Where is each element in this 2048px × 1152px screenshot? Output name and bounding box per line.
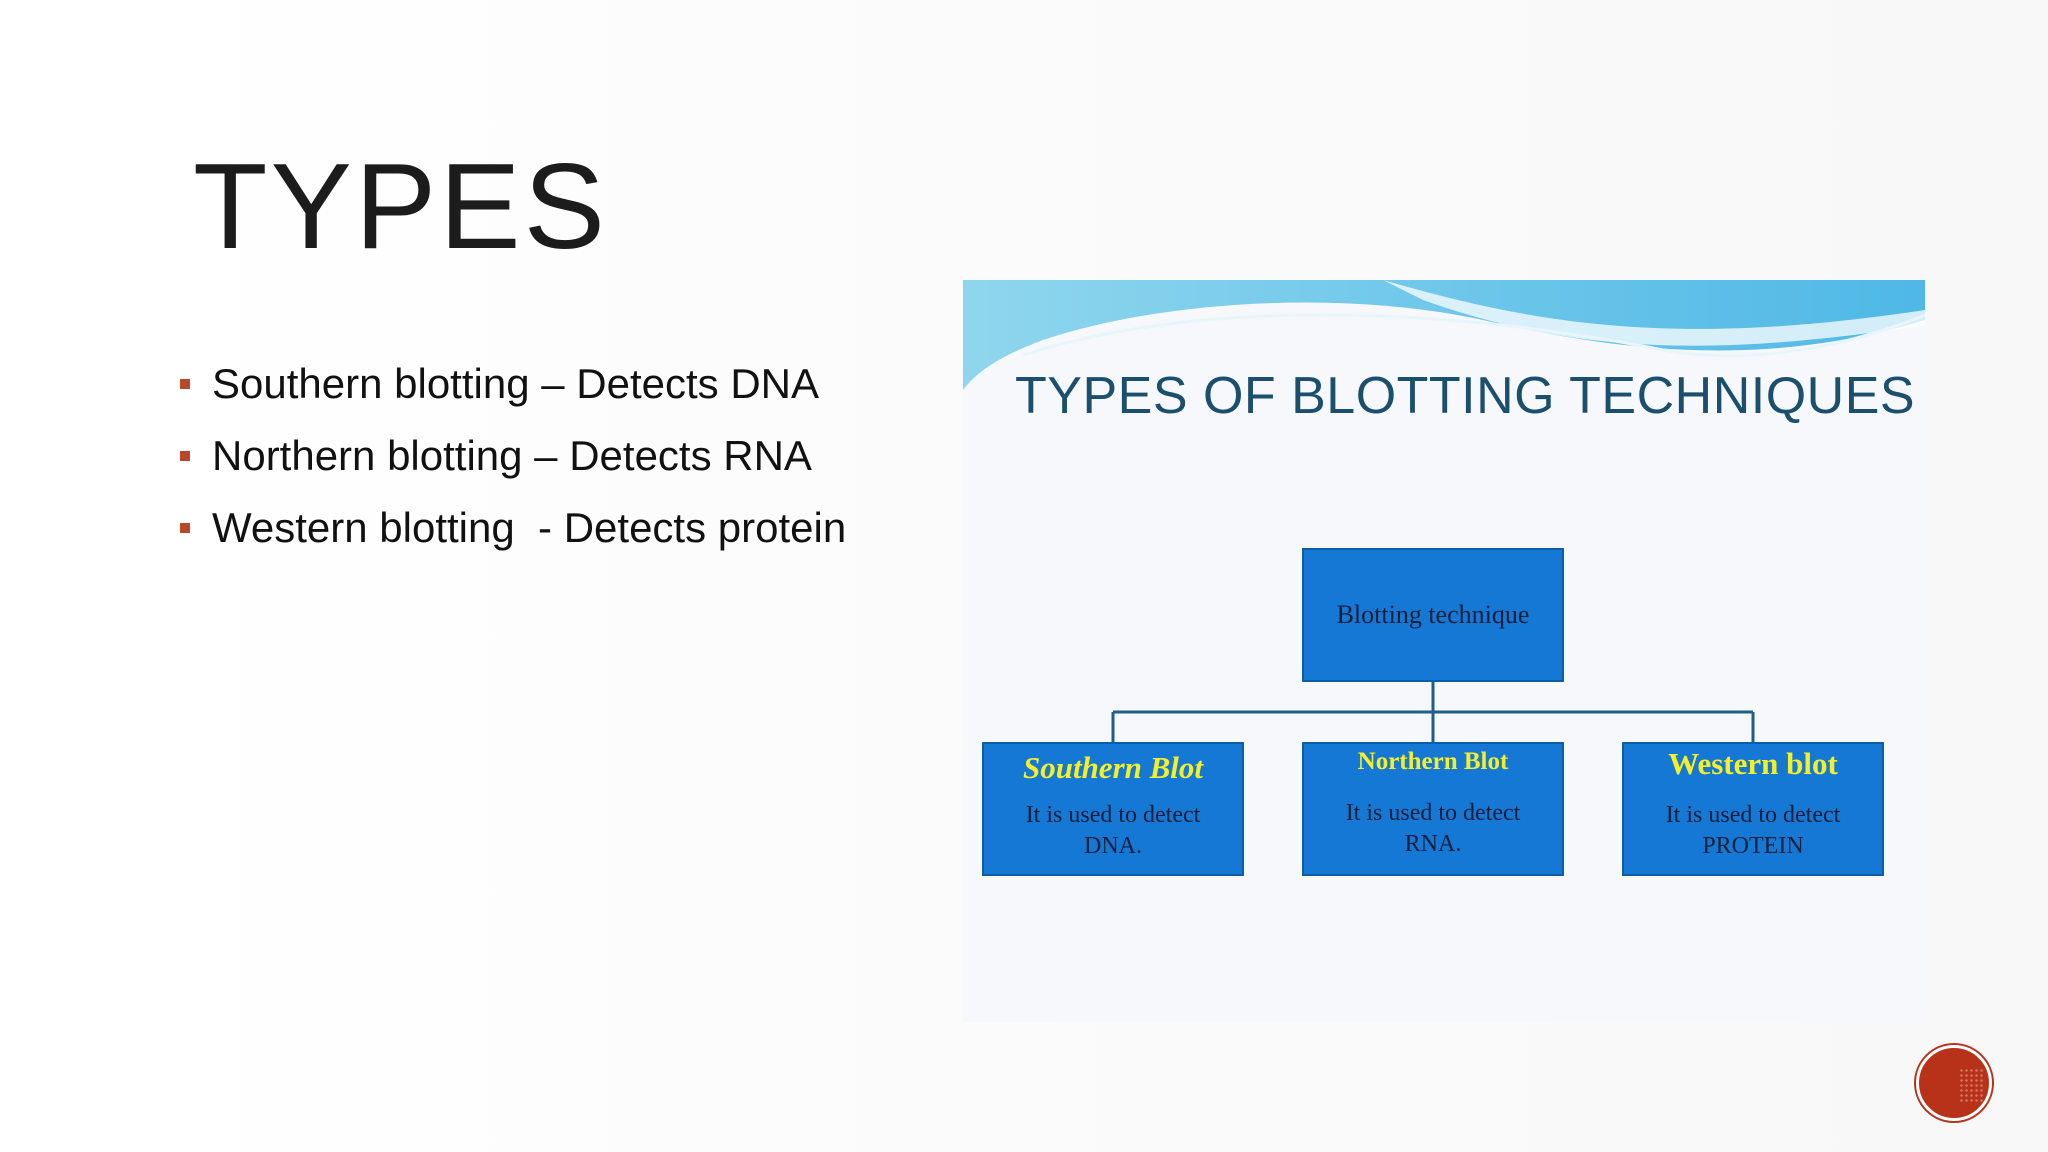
box-description: It is used to detect RNA. — [1304, 798, 1562, 860]
box-description: It is used to detect DNA. — [984, 800, 1242, 862]
bullet-item: Northern blotting – Detects RNA — [178, 420, 846, 492]
next-slide-button[interactable] — [1916, 1045, 1992, 1121]
box-description-line: DNA. — [1084, 833, 1142, 859]
bullet-square-icon — [180, 451, 190, 461]
bullet-square-icon — [180, 379, 190, 389]
bullet-text: Southern blotting – Detects DNA — [212, 360, 819, 407]
bullet-text: Western blotting - Detects protein — [212, 504, 847, 551]
bullet-item: Southern blotting – Detects DNA — [178, 348, 846, 420]
header-wave-line — [1022, 313, 1925, 358]
box-description-line: It is used to detect — [1025, 802, 1201, 828]
bullet-text: Northern blotting – Detects RNA — [212, 432, 812, 479]
bullet-square-icon — [180, 523, 190, 533]
western-blot-box: Western blot It is used to detect PROTEI… — [1622, 742, 1884, 876]
box-description-line: It is used to detect — [1345, 800, 1521, 826]
box-heading: Southern Blot — [1022, 750, 1204, 785]
box-description-line: It is used to detect — [1665, 802, 1841, 828]
northern-blot-box: Northern Blot It is used to detect RNA. — [1302, 742, 1564, 876]
box-description-line: RNA. — [1404, 831, 1462, 857]
box-description: It is used to detect PROTEIN — [1624, 800, 1882, 862]
root-box: Blotting technique — [1302, 548, 1564, 682]
slide-title: TYPES — [193, 138, 609, 274]
header-wave-highlight — [1383, 280, 1925, 346]
southern-blot-box: Southern Blot It is used to detect DNA. — [982, 742, 1244, 876]
root-box-label: Blotting technique — [1336, 600, 1530, 629]
nav-button-texture-icon — [1959, 1068, 1983, 1104]
blotting-diagram-image: TYPES OF BLOTTING TECHNIQUES Blotting te… — [963, 280, 1925, 1022]
box-description-line: PROTEIN — [1702, 833, 1804, 859]
diagram-title: TYPES OF BLOTTING TECHNIQUES — [1015, 367, 1916, 425]
bullet-list: Southern blotting – Detects DNA Northern… — [178, 348, 846, 564]
diagram-graphics — [963, 280, 1925, 742]
box-heading: Northern Blot — [1357, 748, 1509, 775]
connector-lines — [1111, 682, 1755, 742]
box-heading: Western blot — [1668, 746, 1838, 781]
bullet-item: Western blotting - Detects protein — [178, 492, 846, 564]
header-wave — [963, 280, 1925, 390]
